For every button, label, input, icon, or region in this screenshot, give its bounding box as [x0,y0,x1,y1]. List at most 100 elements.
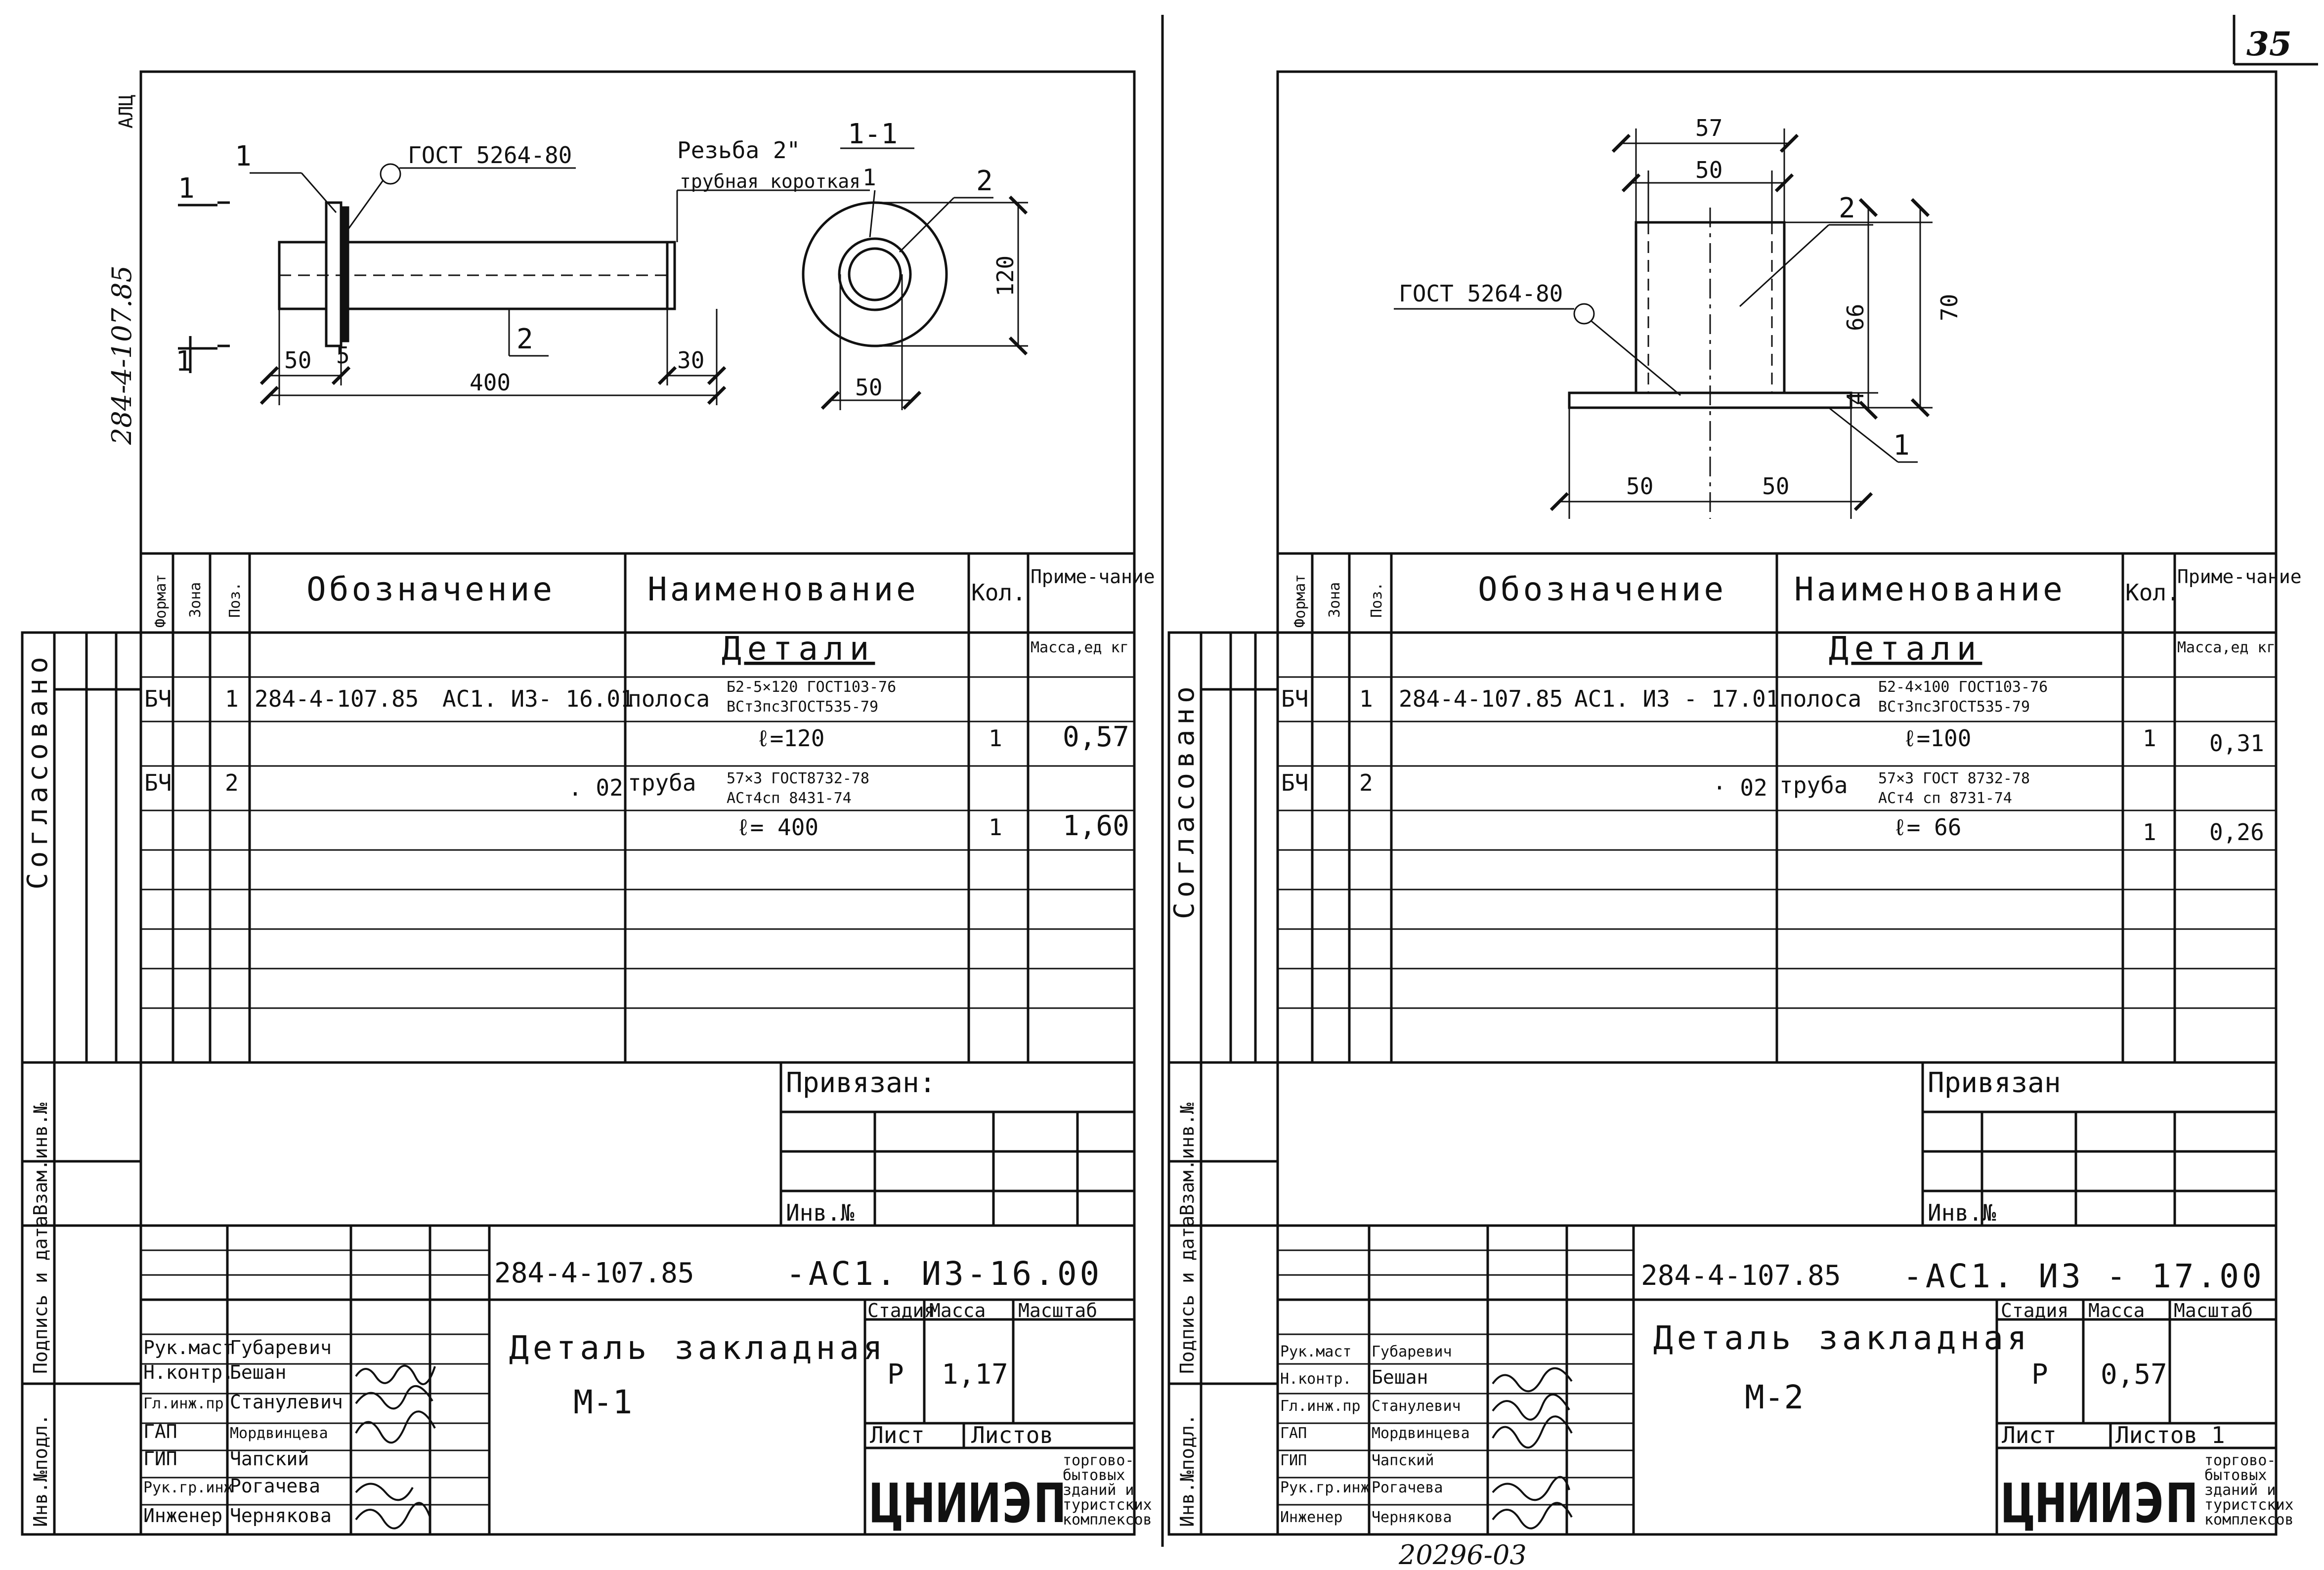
right-r1-mark: АС1. И3 - 17.01 [1574,685,1779,712]
left-signatures [355,1364,436,1529]
right-inv-no: Инв.№ [1928,1199,1996,1226]
right-side-agreed: Согласовано [1168,681,1201,919]
right-doc-code: 284-4-107.85 [1641,1260,1841,1292]
right-subtitle: М-2 [1745,1378,1804,1416]
left-role-5: ГИП [143,1448,177,1470]
left-r2-pos: 2 [225,769,239,796]
side-inv-podl: Инв.№подл. [30,1414,51,1527]
left-section-mark-top: 1 [178,172,195,205]
right-name-7: Чернякова [1372,1509,1452,1526]
left-name-2: Бешан [230,1361,286,1383]
left-title: Деталь закладная [509,1329,887,1367]
right-name-2: Бешан [1372,1366,1428,1388]
right-r1-mass: 0,31 [2209,730,2264,757]
left-h-qty: Кол. [971,579,1026,606]
left-gost-weld: ГОСТ 5264-80 [408,142,572,169]
right-role-7: Инженер [1280,1509,1342,1526]
right-mass: 0,57 [2101,1358,2167,1391]
left-org-desc-5: комплексов [1063,1511,1152,1528]
right-dim-50l: 50 [1626,473,1653,500]
left-r2-qty: 1 [989,814,1002,841]
side-agreed: Согласовано [22,652,54,890]
left-section-pos2: 2 [976,165,993,197]
left-r2-spec-top: 57×3 ГОСТ8732-78 [727,770,869,787]
right-name-5: Чапский [1372,1452,1434,1469]
right-sheet: Согласовано Взам.инв.№ Подпись и дата Ин… [1167,70,2302,1536]
right-org-desc-1: торгово- [2204,1452,2276,1469]
right-dim-50: 50 [1695,157,1722,183]
left-mass-h: Масса [929,1300,986,1321]
right-privyazan: Привязан [1928,1067,2061,1099]
right-dim-70: 70 [1936,294,1963,321]
left-role-2: Н.контр. [143,1361,234,1383]
right-detail-drawing [1394,128,1933,519]
left-name-6: Рогачева [230,1475,320,1497]
right-sheet-h: Лист [2002,1422,2057,1448]
left-org-desc-4: туристских [1063,1496,1152,1514]
left-name-3: Станулевич [230,1391,343,1413]
right-r2-length: ℓ= 66 [1893,814,1961,841]
right-dim-50r: 50 [1762,473,1789,500]
right-name-4: Мордвинцева [1372,1425,1470,1442]
left-mass: 1,17 [942,1358,1008,1391]
left-name-1: Губаревич [230,1337,332,1358]
right-h-qty: Кол. [2125,579,2180,606]
left-thread-label2: трубная короткая [680,170,861,192]
left-stage: Р [887,1358,904,1391]
left-r1-length: ℓ=120 [756,725,824,752]
right-r1-spec-bot: ВСт3пс3ГОСТ535-79 [1878,698,2030,716]
left-scale-h: Масштаб [1018,1300,1097,1321]
side-code: 284-4-107.85 [106,265,137,445]
left-org-desc-3: зданий и [1063,1482,1134,1499]
left-h-zone: Зона [187,582,204,618]
right-stage: Р [2031,1358,2048,1391]
right-role-2: Н.контр. [1280,1370,1352,1388]
right-scale-h: Масштаб [2174,1300,2253,1321]
right-people-list: Рук.маст Губаревич Н.контр. Бешан Гл.инж… [1280,1343,1470,1526]
left-inv-no: Инв.№ [786,1199,855,1226]
right-org: ЦНИИЭП [2002,1472,2198,1535]
right-side-vzam-inv: Взам.инв.№ [1176,1103,1198,1216]
right-h-note: Приме-чание [2177,566,2302,588]
left-doc-code: 284-4-107.85 [494,1257,694,1289]
left-role-7: Инженер [143,1505,222,1527]
left-section-mark-bot: 1 [175,345,192,378]
left-dim-50: 50 [284,347,311,374]
right-role-1: Рук.маст [1280,1343,1352,1360]
right-gost-weld: ГОСТ 5264-80 [1399,280,1563,307]
right-dim-66: 66 [1842,304,1869,331]
left-sheet-h: Лист [870,1422,925,1448]
left-privyazan: Привязан: [786,1067,936,1099]
left-r2-format: БЧ [144,769,172,796]
left-sheets-h: Листов [971,1422,1053,1448]
left-section-details: Детали [722,630,875,668]
right-r2-mass: 0,26 [2209,819,2264,846]
left-name-7: Чернякова [230,1505,332,1527]
left-r2-mass: 1,60 [1063,810,1129,842]
left-h-pos: Поз. [226,582,244,618]
right-mass-header: Масса,ед кг [2177,639,2276,656]
right-name-3: Станулевич [1372,1398,1461,1415]
left-r1-qty: 1 [989,725,1002,752]
left-name-5: Чапский [230,1448,309,1470]
left-r1-format: БЧ [144,685,172,712]
left-r1-mass: 0,57 [1063,721,1129,753]
left-mass-header: Масса,ед кг [1031,639,1129,656]
left-thread-label: Резьба 2" [677,137,800,164]
left-sheet: 284-4-107.85 АЛЦ Согласовано Взам.инв.№ … [21,70,1155,1536]
left-section-pos1: 1 [862,164,876,191]
left-section-title: 1-1 [848,118,898,150]
right-r2-mark: · 02 [1713,774,1767,801]
right-stage-h: Стадия [2001,1300,2068,1321]
left-dim-5: 5 [336,342,350,369]
right-signatures [1492,1367,1573,1529]
left-r1-name: полоса [628,685,710,712]
right-role-3: Гл.инж.пр [1280,1398,1361,1415]
left-h-note: Приме-чание [1031,566,1155,588]
right-name-1: Губаревич [1372,1343,1452,1360]
right-r1-qty: 1 [2143,725,2156,752]
right-doc-mark: -АС1. И3 - 17.00 [1903,1257,2265,1295]
left-role-1: Рук.маст [143,1337,234,1358]
right-org-desc-4: туристских [2204,1496,2294,1514]
right-side-inv-podl: Инв.№подл. [1176,1414,1198,1527]
